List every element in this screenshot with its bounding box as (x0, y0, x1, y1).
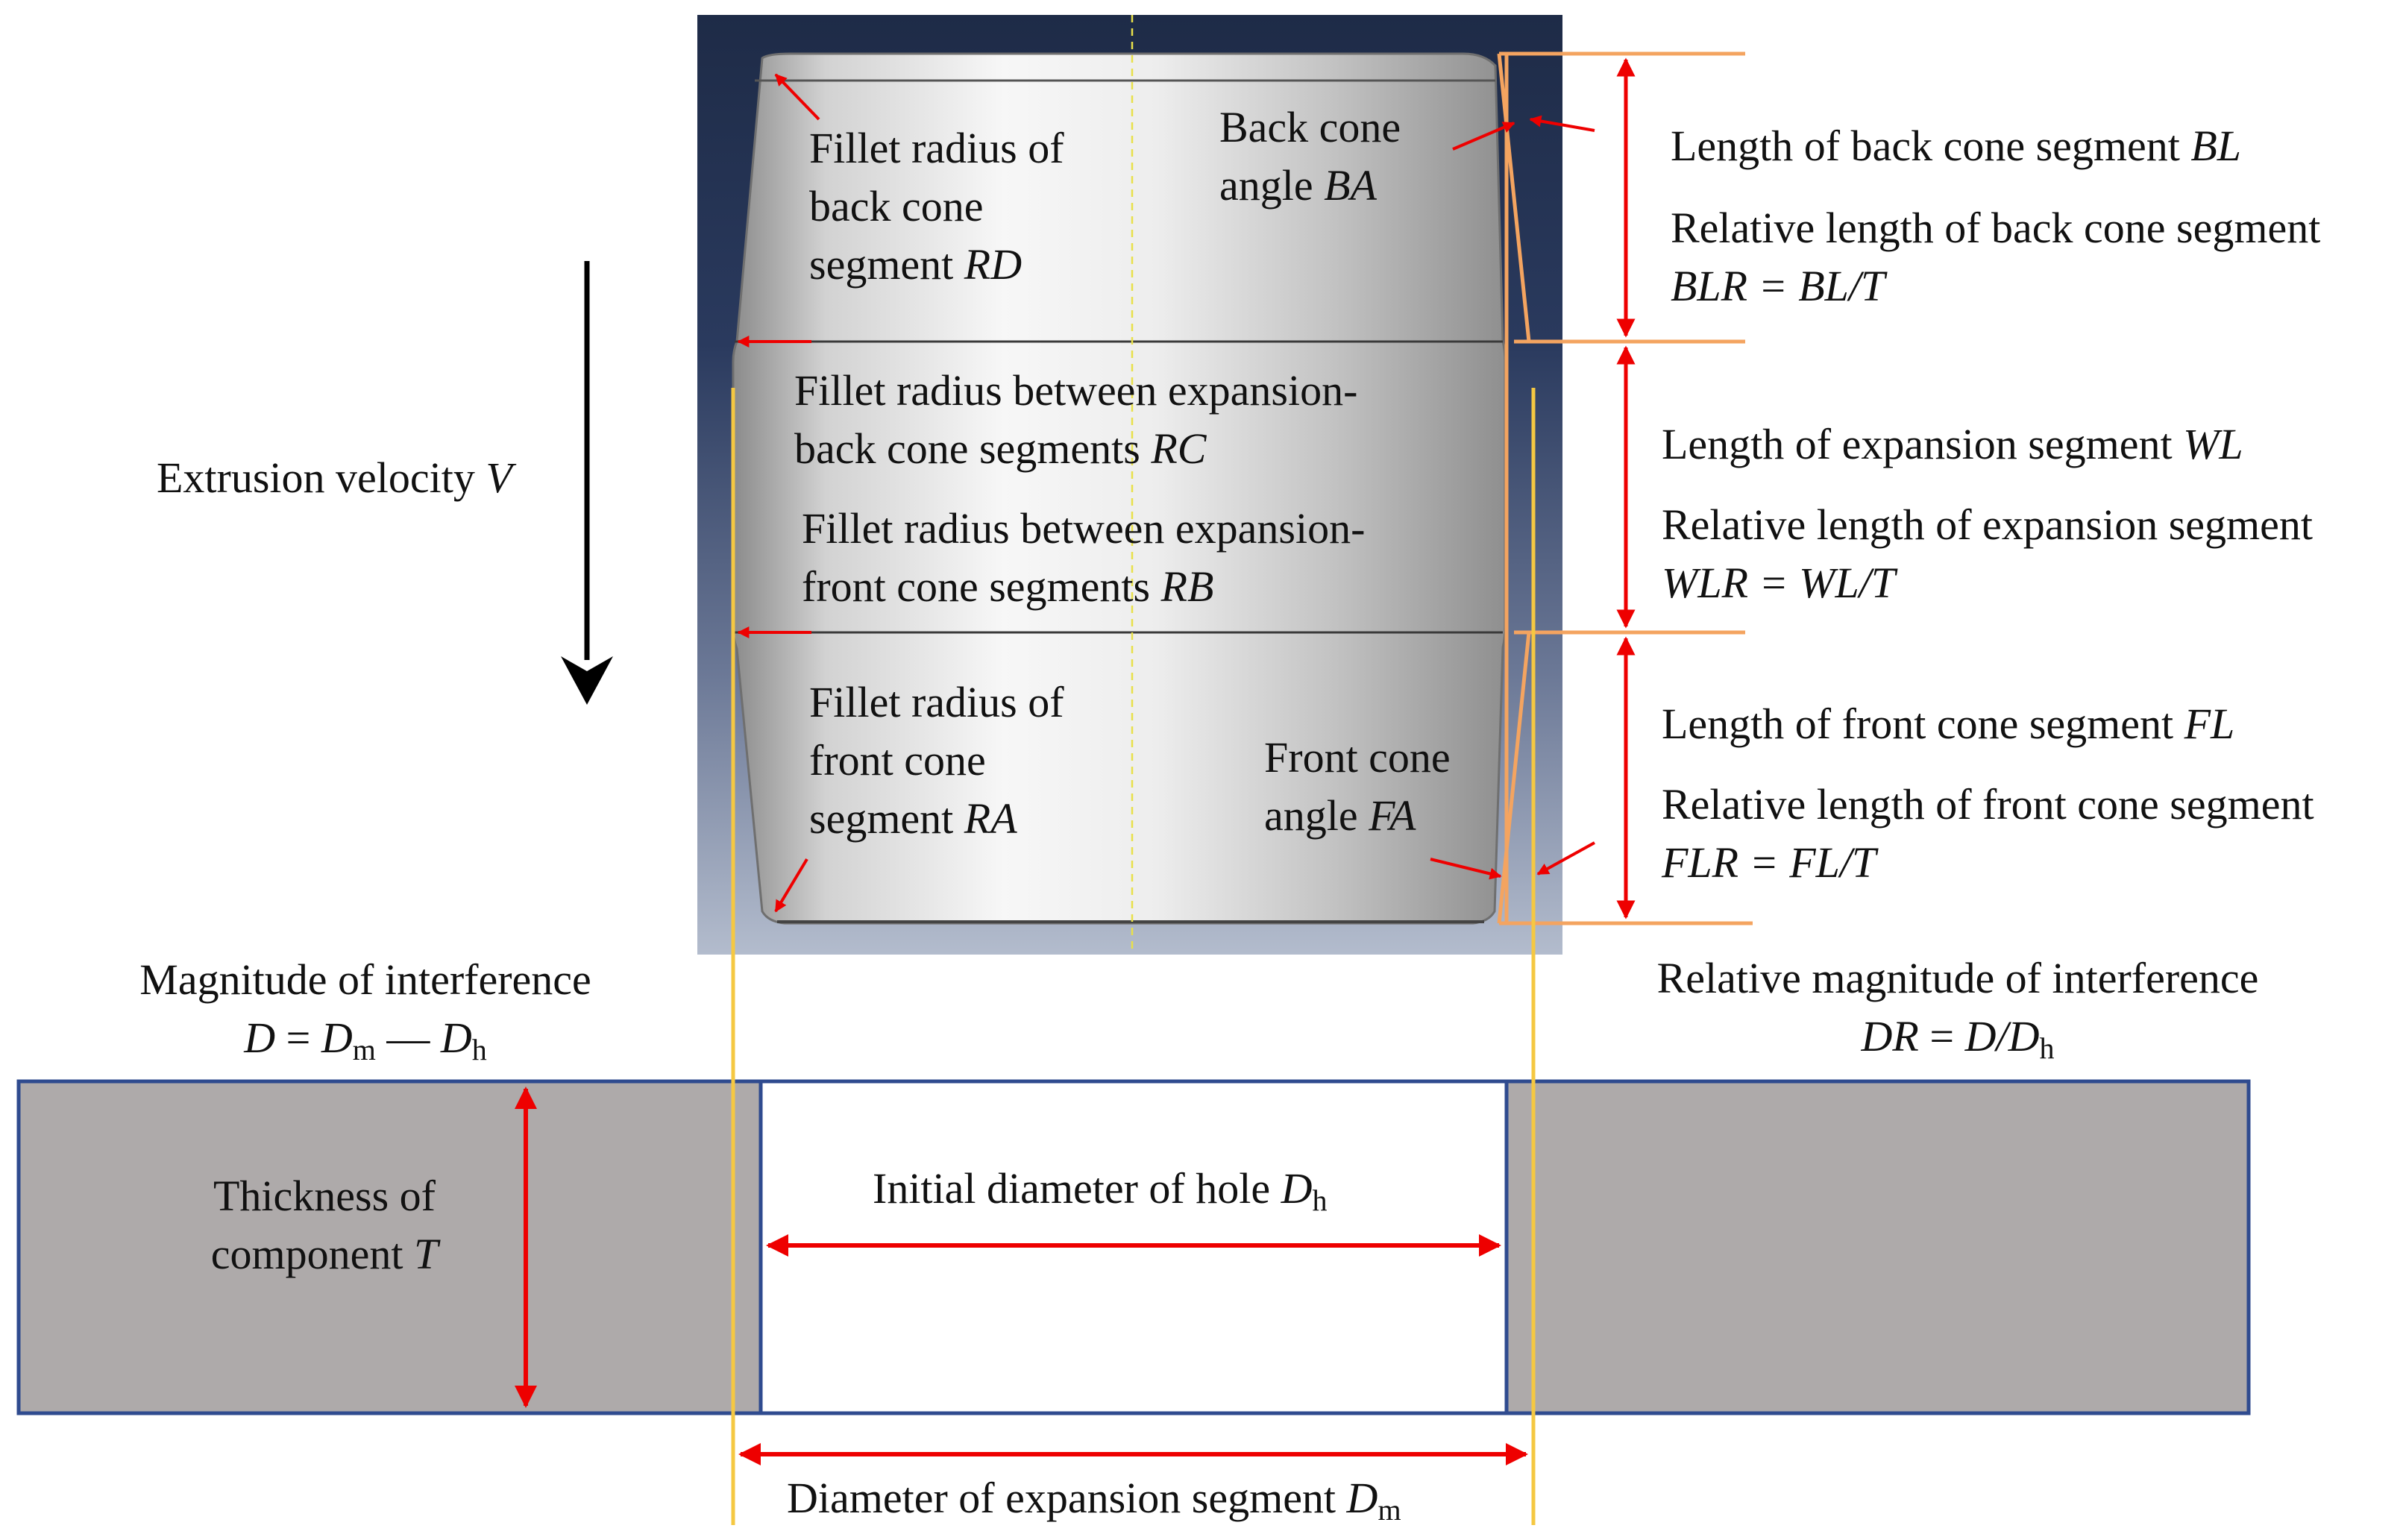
wlr-label: Relative length of expansion segment WLR… (1662, 500, 2314, 607)
ra-pointer (774, 858, 808, 913)
velocity-arrow (561, 261, 613, 705)
fl-label: Length of front cone segment FL (1662, 700, 2235, 748)
rc-label: Fillet radius between expansion- back co… (794, 366, 1358, 473)
relative-interference-label: Relative magnitude of interference DR = … (1656, 954, 2259, 1065)
fa-pointer-right (1536, 841, 1595, 876)
plate-right (1504, 1079, 2251, 1415)
hole-diameter-label: Initial diameter of hole Dh (873, 1164, 1328, 1217)
blr-label: Relative length of back cone segment BLR… (1671, 204, 2321, 310)
rb-label: Fillet radius between expansion- front c… (802, 504, 1366, 611)
plate-left (16, 1079, 763, 1415)
orange-profile (1497, 51, 1753, 925)
wl-label: Length of expansion segment WL (1662, 420, 2243, 468)
ba-pointer-right (1529, 115, 1595, 132)
ba-label: Back cone angle BA (1219, 103, 1401, 210)
rd-pointer (774, 73, 820, 121)
fa-label: Front cone angle FA (1264, 733, 1451, 840)
velocity-label: Extrusion velocity V (157, 453, 512, 502)
expansion-diameter-lines (731, 388, 1536, 1525)
ra-label: Fillet radius of front cone segment RA (809, 678, 1064, 843)
interference-label: Magnitude of interference D = Dm — Dh (139, 955, 591, 1066)
rd-label: Fillet radius of back cone segment RD (809, 124, 1064, 289)
pointer-arrows (737, 73, 1595, 913)
fa-pointer-left (1430, 858, 1502, 880)
ba-pointer-left (1452, 122, 1515, 151)
flr-label: Relative length of front cone segment FL… (1662, 780, 2314, 887)
expansion-diameter-label: Diameter of expansion segment Dm (787, 1474, 1401, 1527)
thickness-label: Thickness of component T (210, 1172, 439, 1278)
bl-label: Length of back cone segment BL (1671, 122, 2242, 170)
